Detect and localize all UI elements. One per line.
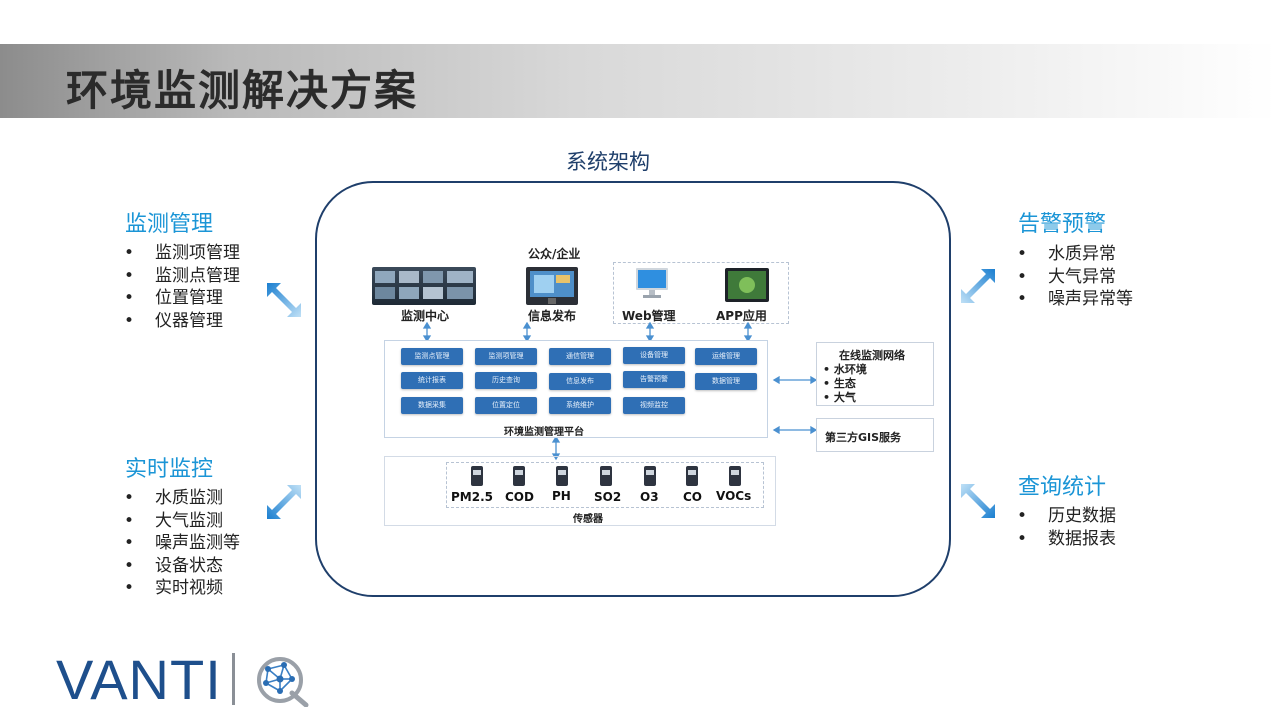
monitoring-center-image xyxy=(372,267,476,305)
module-box: 位置定位 xyxy=(475,397,537,414)
app-label: 信息发布 xyxy=(528,309,577,323)
sensor-label: CO xyxy=(683,490,703,504)
module-box: 通信管理 xyxy=(549,348,611,365)
module-box: 监测点管理 xyxy=(401,348,463,365)
sensor-label: O3 xyxy=(640,490,659,504)
alarm-heading: 告警预警 xyxy=(1018,212,1107,237)
sensor-group xyxy=(446,462,764,508)
sensor-icon xyxy=(729,466,741,486)
bidirectional-arrow-icon xyxy=(961,269,995,303)
sensor-icon xyxy=(686,466,698,486)
monitoring-mgmt-heading: 监测管理 xyxy=(125,212,214,237)
list-item: 监测项管理 xyxy=(124,242,240,265)
list-item: 位置管理 xyxy=(124,287,240,310)
gis-service-box: 第三方GIS服务 xyxy=(816,418,934,452)
sensor-layer-label: 传感器 xyxy=(573,514,603,525)
app-label: Web管理 xyxy=(622,309,676,323)
display-board-icon xyxy=(530,271,574,304)
sensor-label: SO2 xyxy=(594,490,622,504)
app-image xyxy=(725,268,769,302)
sensor-layer xyxy=(384,456,776,526)
list-item: 设备状态 xyxy=(124,555,240,578)
online-network-item: • 生态 xyxy=(823,377,856,390)
gis-service-label: 第三方GIS服务 xyxy=(825,431,902,444)
sensor-icon xyxy=(471,466,483,486)
module-box: 统计报表 xyxy=(401,372,463,389)
monitoring-mgmt-list: 监测项管理 监测点管理 位置管理 仪器管理 xyxy=(124,242,240,332)
bidirectional-arrow-icon xyxy=(267,283,301,317)
sensor-icon xyxy=(644,466,656,486)
logo-divider xyxy=(232,653,235,705)
sensor-label: VOCs xyxy=(716,489,752,503)
list-item: 大气监测 xyxy=(124,510,240,533)
query-list: 历史数据 数据报表 xyxy=(1017,505,1116,550)
list-item: 大气异常 xyxy=(1017,266,1133,289)
app-label: APP应用 xyxy=(716,309,767,323)
query-heading: 查询统计 xyxy=(1018,475,1107,500)
online-network-item: • 大气 xyxy=(823,391,856,404)
module-box: 告警预警 xyxy=(623,371,685,388)
connector-arrows xyxy=(422,322,818,461)
list-item: 历史数据 xyxy=(1017,505,1116,528)
platform-label: 环境监测管理平台 xyxy=(504,427,584,438)
architecture-caption: 系统架构 xyxy=(566,150,650,174)
module-box: 视频监控 xyxy=(623,397,685,414)
online-network-box: 在线监测网络 • 水环境 • 生态 • 大气 xyxy=(816,342,934,406)
sensor-label: COD xyxy=(505,490,534,504)
sensor-icon xyxy=(600,466,612,486)
module-box: 历史查询 xyxy=(475,372,537,389)
list-item: 水质监测 xyxy=(124,487,240,510)
list-item: 数据报表 xyxy=(1017,528,1116,551)
bidirectional-arrow-icon xyxy=(267,485,301,519)
sensor-label: PH xyxy=(552,489,571,503)
module-box: 设备管理 xyxy=(623,347,685,364)
bidirectional-arrow-icon xyxy=(961,484,995,518)
alarm-list: 水质异常 大气异常 噪声异常等 xyxy=(1017,243,1133,311)
module-box: 信息发布 xyxy=(549,373,611,390)
realtime-list: 水质监测 大气监测 噪声监测等 设备状态 实时视频 xyxy=(124,487,240,600)
q-network-logo-icon xyxy=(257,657,309,707)
online-network-item: • 水环境 xyxy=(823,363,867,376)
sensor-label: PM2.5 xyxy=(451,490,493,504)
web-mgmt-image xyxy=(634,267,670,301)
video-wall-icon xyxy=(375,271,473,299)
app-label: 监测中心 xyxy=(401,309,450,323)
title-band xyxy=(0,44,1277,118)
list-item: 噪声监测等 xyxy=(124,532,240,555)
desktop-monitor-icon xyxy=(636,268,668,298)
module-box: 数据采集 xyxy=(401,397,463,414)
info-publish-image xyxy=(526,267,578,305)
list-item: 水质异常 xyxy=(1017,243,1133,266)
page-title: 环境监测解决方案 xyxy=(66,66,419,115)
module-box: 数据管理 xyxy=(695,373,757,390)
sensor-icon xyxy=(513,466,525,486)
module-box: 运维管理 xyxy=(695,348,757,365)
tablet-icon xyxy=(728,271,766,299)
module-box: 系统维护 xyxy=(549,397,611,414)
online-network-title: 在线监测网络 xyxy=(839,349,905,362)
public-enterprise-label: 公众/企业 xyxy=(528,247,581,261)
sensor-icon xyxy=(556,466,568,486)
web-app-group xyxy=(613,262,789,324)
architecture-frame xyxy=(315,181,951,597)
list-item: 仪器管理 xyxy=(124,310,240,333)
vanti-logo: VANTI xyxy=(56,648,222,711)
list-item: 监测点管理 xyxy=(124,265,240,288)
list-item: 噪声异常等 xyxy=(1017,288,1133,311)
realtime-heading: 实时监控 xyxy=(125,457,214,482)
module-box: 监测项管理 xyxy=(475,348,537,365)
list-item: 实时视频 xyxy=(124,577,240,600)
